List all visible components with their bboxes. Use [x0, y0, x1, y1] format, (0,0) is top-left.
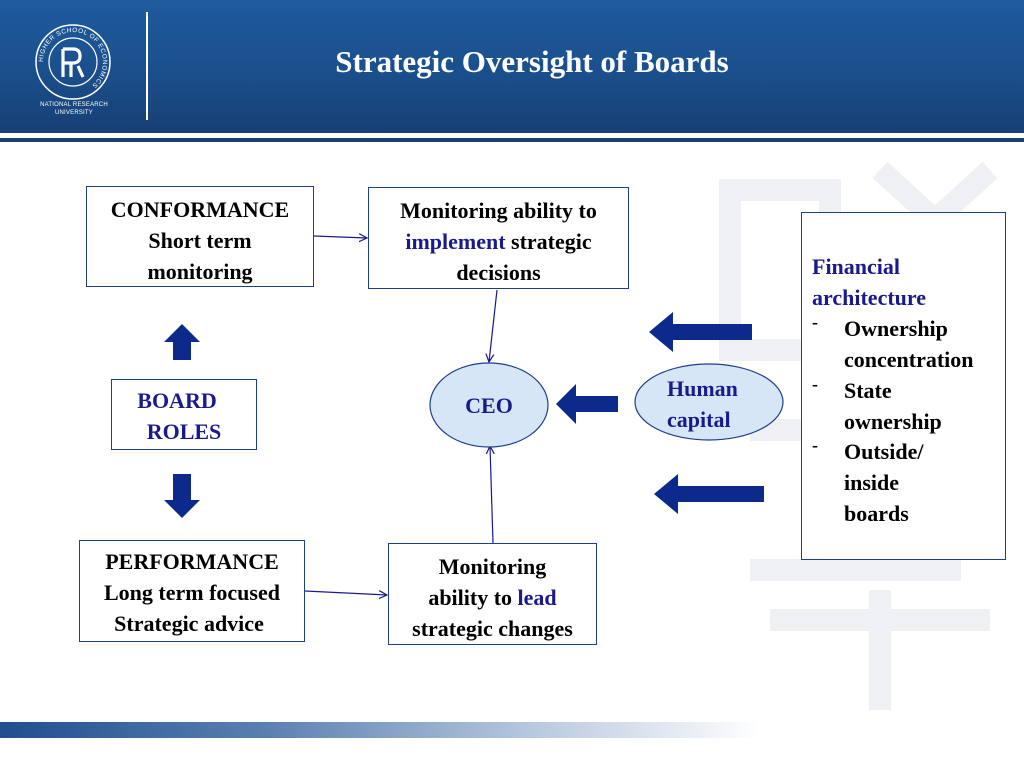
human-capital-ellipse — [634, 363, 784, 441]
monitor-implement-post: strategic — [511, 229, 592, 254]
human-capital-label: Human capital — [667, 373, 738, 435]
monitor-implement-box: Monitoring ability to implement strategi… — [368, 187, 629, 289]
page-title: Strategic Oversight of Boards — [335, 44, 729, 79]
monitor-implement-line1: Monitoring ability to — [400, 198, 597, 223]
financial-item-line: concentration — [844, 347, 974, 372]
up-arrow-icon — [164, 324, 200, 360]
left-arrow-financial-upper-icon — [649, 312, 752, 352]
connector-conformance-to-implement — [313, 236, 367, 238]
logo-caption-line1: NATIONAL RESEARCH — [40, 102, 108, 108]
performance-box: PERFORMANCE Long term focused Strategic … — [79, 540, 305, 642]
board-roles-box: BOARD ROLES — [111, 379, 257, 450]
monitor-lead-line2: ability to lead — [389, 582, 596, 613]
monitor-lead-line3: strategic changes — [412, 616, 573, 641]
down-arrow-icon — [164, 474, 200, 518]
bullet-dash: - — [812, 312, 818, 332]
connector-implement-to-ceo — [489, 289, 498, 362]
left-arrow-financial-lower-icon — [654, 474, 764, 514]
conformance-line2: Short term — [148, 228, 252, 253]
financial-item-line: State — [844, 378, 892, 403]
monitor-implement-line3: decisions — [456, 260, 541, 285]
left-arrow-human-to-ceo-icon — [556, 384, 618, 424]
board-roles-line2: ROLES — [146, 419, 222, 444]
performance-line2: Long term focused — [104, 580, 280, 605]
header-divider-dark — [0, 138, 1024, 142]
footer-bar — [0, 722, 760, 738]
lead-highlight: lead — [517, 585, 557, 610]
financial-title-line2: architecture — [812, 285, 927, 310]
logo-caption-line2: UNIVERSITY — [54, 110, 93, 116]
financial-item-line: Ownership — [844, 316, 948, 341]
connector-lead-to-ceo — [490, 446, 493, 544]
financial-architecture-title: Financial architecture — [812, 251, 926, 313]
conformance-title: CONFORMANCE — [110, 197, 290, 222]
financial-item-line: Outside/ — [844, 439, 924, 464]
human-capital-line2: capital — [667, 407, 731, 432]
financial-title-line1: Financial — [812, 254, 901, 279]
human-capital-line1: Human — [667, 376, 738, 401]
financial-architecture-box: Financial architecture - Ownership conce… — [801, 212, 1006, 560]
logo-caption: NATIONAL RESEARCH UNIVERSITY — [22, 101, 126, 117]
monitor-lead-pre: ability to — [428, 585, 513, 610]
header-divider — [0, 133, 1024, 138]
bullet-dash: - — [812, 374, 818, 394]
connector-performance-to-lead — [304, 591, 387, 595]
hse-logo-icon: HIGHER SCHOOL OF ECONOMICS — [35, 24, 111, 100]
logo-separator — [146, 12, 148, 120]
performance-title: PERFORMANCE — [105, 549, 279, 574]
monitor-lead-box: Monitoring ability to lead strategic cha… — [388, 543, 597, 645]
financial-item-line: ownership — [844, 409, 942, 434]
ceo-label: CEO — [465, 393, 513, 418]
ceo-ellipse — [429, 362, 549, 448]
conformance-box: CONFORMANCE Short term monitoring — [86, 186, 314, 287]
header-banner — [0, 0, 1024, 133]
performance-line3: Strategic advice — [114, 611, 264, 636]
financial-item-line: inside — [844, 470, 900, 495]
board-roles-line1: BOARD — [137, 388, 217, 413]
financial-item-line: boards — [844, 501, 909, 526]
bullet-dash: - — [812, 435, 818, 455]
conformance-line3: monitoring — [147, 259, 253, 284]
monitor-implement-line2: implement strategic — [369, 226, 628, 257]
implement-highlight: implement — [405, 229, 506, 254]
monitor-lead-line1: Monitoring — [438, 554, 547, 579]
